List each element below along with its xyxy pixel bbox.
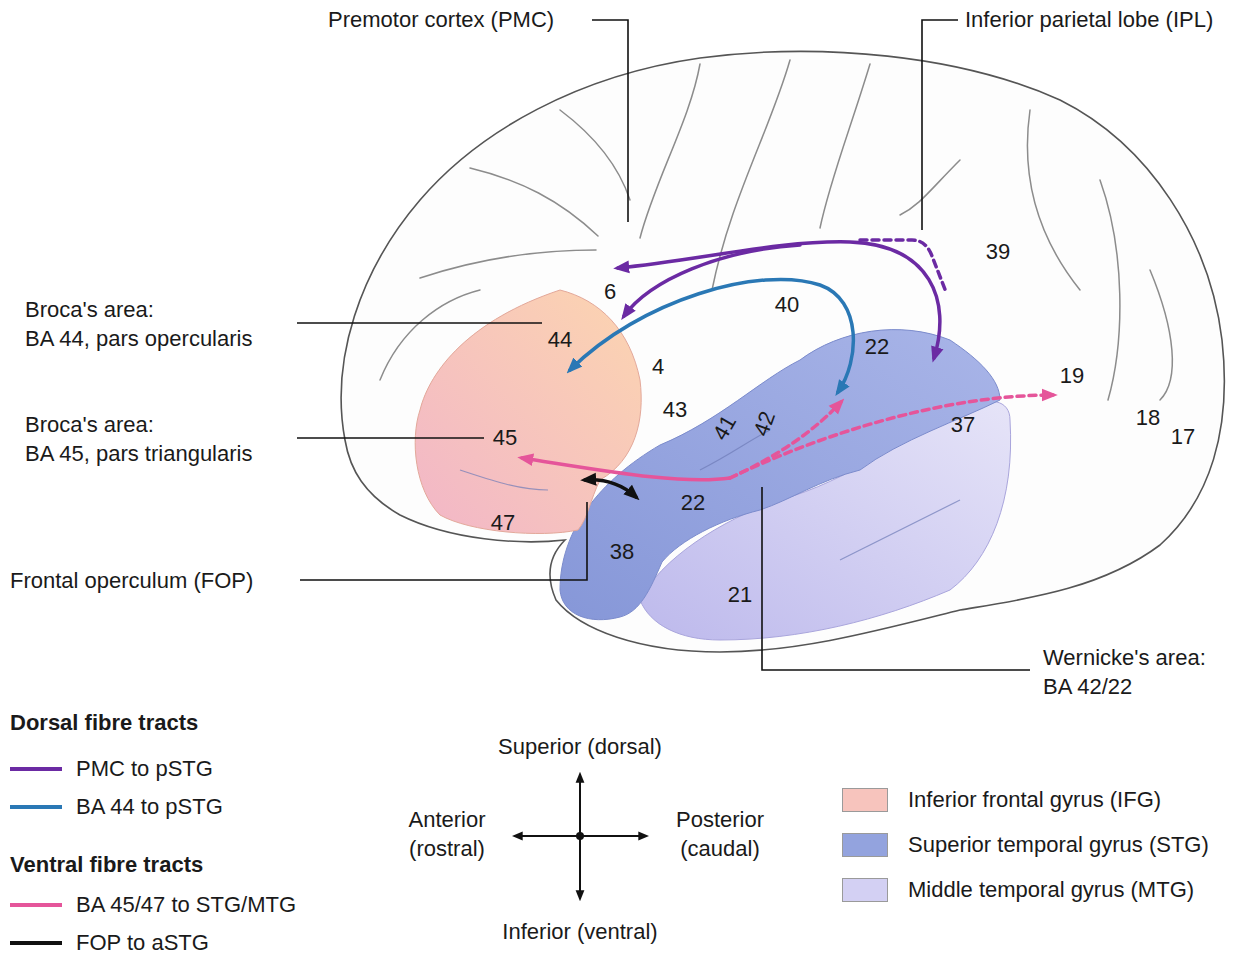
brodmann-number: 37 [951, 411, 975, 440]
dorsal-tract-pmc [618, 242, 940, 358]
area-label: Broca's area: BA 44, pars opercularis [25, 296, 252, 353]
fold-line [840, 500, 960, 560]
legend-heading: Dorsal fibre tracts [10, 709, 198, 738]
leader-line [297, 437, 484, 439]
label-line: Wernicke's area: [1043, 644, 1206, 673]
ifg-region [415, 290, 641, 534]
sulcus-line [820, 64, 870, 228]
legend-line-sample [10, 941, 62, 945]
ventral-tract-dashed [730, 395, 1053, 478]
region-label: Premotor cortex (PMC) [328, 6, 554, 35]
compass-arrow [580, 835, 646, 837]
dorsal-tract-pmc-dashed [860, 240, 946, 292]
sulcus-line [420, 250, 596, 278]
label-line: BA 42/22 [1043, 673, 1206, 702]
legend-text: Inferior frontal gyrus (IFG) [908, 786, 1161, 815]
legend-heading: Ventral fibre tracts [10, 851, 203, 880]
brodmann-number: 22 [865, 333, 889, 362]
legend-swatch [842, 878, 888, 902]
legend-swatch [842, 788, 888, 812]
legend-swatch [842, 833, 888, 857]
brodmann-number: 44 [548, 326, 572, 355]
compass-label: Inferior (ventral) [502, 918, 657, 947]
brodmann-number: 38 [610, 538, 634, 567]
compass-label: Posterior (caudal) [660, 806, 780, 863]
compass [515, 775, 646, 898]
legend-line-sample [10, 767, 62, 771]
legend-text: PMC to pSTG [76, 755, 213, 784]
legend-text: Middle temporal gyrus (MTG) [908, 876, 1194, 905]
label-line: BA 45, pars triangularis [25, 440, 252, 469]
ventral-tract-fop [585, 480, 636, 497]
brodmann-number: 19 [1060, 362, 1084, 391]
sulcus-line [640, 64, 700, 238]
leader-line [922, 20, 958, 230]
gyrus-folds [460, 430, 960, 560]
compass-center [576, 832, 584, 840]
legend-text: BA 45/47 to STG/MTG [76, 891, 296, 920]
brodmann-number: 43 [663, 396, 687, 425]
sulcus-line [1150, 270, 1172, 400]
compass-arrow [579, 775, 581, 836]
legend-text: Superior temporal gyrus (STG) [908, 831, 1209, 860]
legend-line-sample [10, 903, 62, 907]
sulcus-line [1027, 110, 1080, 290]
area-label: Broca's area: BA 45, pars triangularis [25, 411, 252, 468]
brain-outline [341, 51, 1224, 652]
sulcus-line [900, 160, 960, 215]
compass-arrow [579, 836, 581, 898]
brodmann-number: 6 [604, 278, 616, 307]
leader-line [592, 20, 628, 222]
brodmann-number: 18 [1136, 404, 1160, 433]
brodmann-number: 45 [493, 424, 517, 453]
fold-line [460, 470, 548, 490]
legend-line-sample [10, 805, 62, 809]
leader-lines [297, 20, 1030, 670]
sulcus-line [470, 168, 598, 236]
ventral-tract-ba45 [522, 458, 730, 480]
compass-label: Anterior (rostral) [387, 806, 507, 863]
legend-text: FOP to aSTG [76, 929, 209, 958]
brodmann-number: 4 [652, 353, 664, 382]
compass-label: Superior (dorsal) [498, 733, 662, 762]
brodmann-number: 40 [775, 291, 799, 320]
label-line: Broca's area: [25, 411, 252, 440]
label-line: Broca's area: [25, 296, 252, 325]
region-label: Frontal operculum (FOP) [10, 567, 253, 596]
brodmann-number: 17 [1171, 423, 1195, 452]
fibre-tracts [522, 240, 1053, 497]
area-label: Wernicke's area: BA 42/22 [1043, 644, 1206, 701]
label-line: BA 44, pars opercularis [25, 325, 252, 354]
sulcus-line [560, 110, 630, 200]
region-label: Inferior parietal lobe (IPL) [965, 6, 1213, 35]
brodmann-number: 47 [491, 509, 515, 538]
leader-line [297, 322, 542, 324]
sulcus-line [1100, 180, 1120, 400]
brodmann-number: 22 [681, 489, 705, 518]
brodmann-number: 39 [986, 238, 1010, 267]
leader-line [762, 487, 1030, 670]
brodmann-number: 21 [728, 581, 752, 610]
sulcus-line [712, 60, 790, 290]
leader-line [300, 502, 587, 580]
compass-arrow [515, 835, 580, 837]
legend-text: BA 44 to pSTG [76, 793, 223, 822]
